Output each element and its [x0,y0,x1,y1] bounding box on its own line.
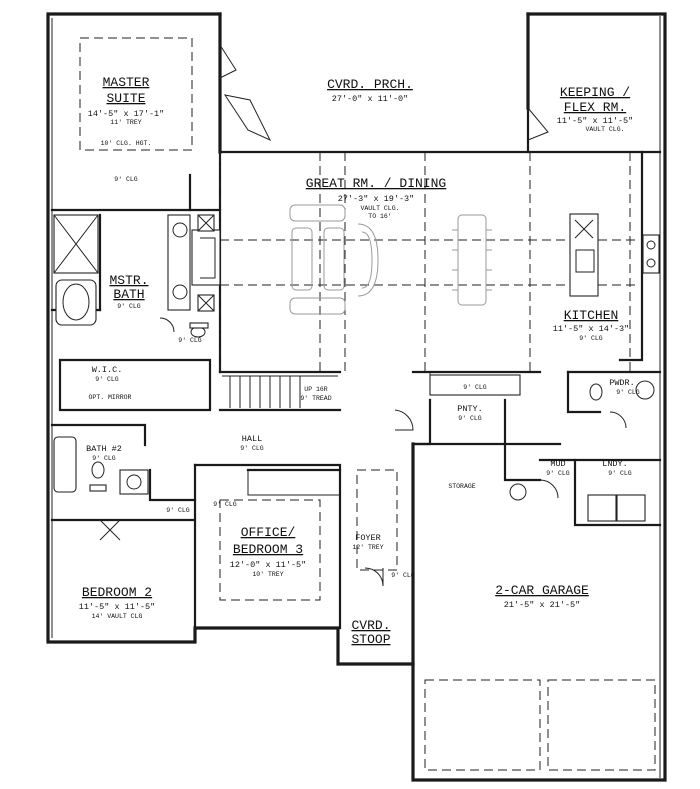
porch-dims: 27'-0" x 11'-0" [332,94,409,104]
stoop-name-2: STOOP [351,632,390,647]
fixtures [53,44,660,587]
master-suite-name-1: MASTER [103,75,150,90]
stairs [222,375,338,408]
stair-label-2: 9' TREAD [300,395,331,402]
master-bath-name-2: BATH [113,287,144,302]
pantry-shelf-ceiling: 9' CLG [463,384,487,391]
furniture [289,204,492,315]
master-closet-ceiling: 9' CLG [114,176,138,183]
kitchen-name: KITCHEN [564,308,619,323]
mud-name: MUD [550,459,565,469]
stair-label-1: UP 16R [304,386,328,393]
great-room-ceiling-1: VAULT CLG. [360,205,399,212]
keeping-room-dims: 11'-5" x 11'-5" [557,116,634,126]
hall-ceiling: 9' CLG [240,445,264,452]
storage-label: STORAGE [448,483,475,490]
master-suite-ceiling: 11' TREY [110,119,141,126]
master-bath-ceiling: 9' CLG [117,303,141,310]
master-suite-name-2: SUITE [106,91,145,106]
interior-walls [50,106,662,644]
keeping-room-ceiling: VAULT CLG. [585,126,624,133]
wic-ceiling: 9' CLG [95,376,119,383]
pantry-name: PNTY. [457,404,483,414]
pantry-ceiling: 9' CLG [458,415,482,422]
garage-dims: 21'-5" x 21'-5" [504,600,581,610]
powder-name: PWDR. [609,378,635,388]
office-closet-ceiling: 9' CLG [213,501,237,508]
office-ceiling: 10' TREY [252,571,283,578]
office-name-2: BEDROOM 3 [233,542,303,557]
great-room-name: GREAT RM. / DINING [306,176,446,191]
office-name-1: OFFICE/ [241,525,296,540]
mud-ceiling: 9' CLG [546,470,570,477]
master-suite-note: 10' CLG. HGT. [101,140,152,147]
master-suite-dims: 14'-5" x 17'-1" [88,109,165,119]
bath2-name: BATH #2 [86,444,122,454]
wic-mirror-note: OPT. MIRROR [89,394,132,401]
great-room-dims: 27'-3" x 19'-3" [338,194,415,204]
great-room-ceiling-2: TO 16' [368,213,391,220]
foyer-closet-ceiling: 9' CLG [391,572,415,579]
garage-name: 2-CAR GARAGE [495,583,589,598]
office-dims: 12'-0" x 11'-5" [230,560,307,570]
laundry-ceiling: 9' CLG [608,470,632,477]
laundry-name: LNDY. [602,459,628,469]
hall-name: HALL [242,434,262,444]
wc-ceiling: 9' CLG [178,337,202,344]
porch-name: CVRD. PRCH. [327,77,413,92]
foyer-name: FOYER [355,533,381,543]
stoop-name-1: CVRD. [351,618,390,633]
foyer-ceiling: 12' TREY [352,544,383,551]
keeping-room-name-2: FLEX RM. [564,100,626,115]
bath2-ceiling: 9' CLG [92,455,116,462]
bedroom2-ceiling: 14' VAULT CLG [92,613,143,620]
powder-ceiling: 9' CLG [616,389,640,396]
wic-name: W.I.C. [92,365,123,375]
bedroom2-dims: 11'-5" x 11'-5" [79,602,156,612]
hall-closet-ceiling: 9' CLG [166,507,190,514]
bedroom2-name: BEDROOM 2 [82,585,152,600]
master-bath-name-1: MSTR. [109,273,148,288]
room-labels: MASTER SUITE 14'-5" x 17'-1" 11' TREY 10… [79,75,640,647]
keeping-room-name-1: KEEPING / [560,85,630,100]
exterior-walls [46,12,667,782]
kitchen-ceiling: 9' CLG [579,335,603,342]
kitchen-dims: 11'-5" x 14'-3" [553,324,630,334]
